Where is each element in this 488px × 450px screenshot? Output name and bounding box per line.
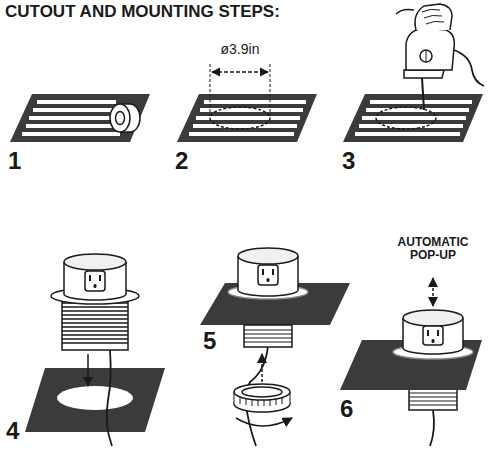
tape-strip xyxy=(193,124,297,128)
threaded-body xyxy=(244,325,292,347)
tape-strip xyxy=(355,132,460,136)
saw-blade xyxy=(422,78,424,110)
popup-socket xyxy=(228,248,308,347)
tape-strip xyxy=(189,132,294,136)
outlet-slot xyxy=(99,275,101,281)
countertop xyxy=(343,94,483,142)
tape-strip xyxy=(22,132,120,136)
tape-strip xyxy=(37,100,116,104)
step-number: 3 xyxy=(342,148,366,174)
nut-up-arrow xyxy=(261,354,263,382)
hand-fingers xyxy=(422,9,444,24)
power-cord xyxy=(107,350,112,446)
jigsaw xyxy=(396,4,484,110)
popup-socket xyxy=(393,310,473,359)
power-cord xyxy=(430,410,434,446)
step-number: 1 xyxy=(8,148,32,174)
tape-strip xyxy=(196,116,300,120)
cap-top xyxy=(403,310,463,326)
countertop xyxy=(177,94,317,142)
cap-edge xyxy=(125,262,127,294)
step-number: 5 xyxy=(203,328,227,354)
outlet-slot xyxy=(272,269,274,275)
outlet-face xyxy=(423,326,443,345)
turn-arrow xyxy=(236,418,292,426)
tape-strip xyxy=(204,100,306,104)
thread-lines xyxy=(409,393,457,405)
outlet-slot xyxy=(427,330,429,336)
tape-strip xyxy=(370,100,472,104)
page-title: CUTOUT AND MOUNTING STEPS: xyxy=(5,3,280,21)
thread-lines xyxy=(244,330,292,342)
tape-strip xyxy=(29,116,112,120)
countertop xyxy=(25,368,165,432)
cap-edge xyxy=(462,318,464,348)
tape-strip xyxy=(26,124,114,128)
step6-panel xyxy=(340,278,482,446)
outlet-ground xyxy=(432,339,435,343)
step1-panel xyxy=(10,94,150,142)
nut-hole xyxy=(242,387,282,397)
saw-dial-mark xyxy=(426,50,427,62)
cutout-hole xyxy=(57,386,133,410)
hand xyxy=(415,4,452,30)
dimension-label: ø3.9in xyxy=(205,42,275,57)
tape-roll xyxy=(110,104,140,132)
power-cord xyxy=(454,50,484,86)
cap-top xyxy=(64,254,126,270)
step5-panel xyxy=(200,248,350,446)
outlet-face xyxy=(85,271,105,291)
outlet-slot xyxy=(262,269,264,275)
tape-roll-face xyxy=(110,104,130,132)
tape-strip xyxy=(33,108,112,112)
saw-dial xyxy=(420,50,432,62)
tape-strips xyxy=(355,102,472,134)
lock-nut xyxy=(234,384,290,412)
insert-arrow xyxy=(87,354,89,386)
wrist xyxy=(396,10,414,15)
cut-outline xyxy=(210,107,270,129)
outlet-ground xyxy=(267,278,270,282)
outlet-ground xyxy=(94,284,97,288)
tape-roll-core xyxy=(116,112,125,125)
saw-body xyxy=(406,28,454,70)
step3-panel xyxy=(343,4,484,142)
outlet-slot xyxy=(89,275,91,281)
thread-lines xyxy=(62,303,128,343)
callout-label: AUTOMATIC POP-UP xyxy=(385,236,481,262)
cap-edge xyxy=(63,262,65,294)
nut-top xyxy=(234,384,290,400)
tape-strips xyxy=(189,102,306,134)
outlet-face xyxy=(258,265,278,285)
popup-arrow xyxy=(432,278,434,306)
threaded-body-below xyxy=(409,388,457,410)
cap-edge xyxy=(237,256,239,290)
cap-edge xyxy=(297,256,299,290)
dimension-line xyxy=(212,71,268,72)
step-number: 6 xyxy=(340,396,364,422)
cap-top xyxy=(238,248,298,264)
step-number: 2 xyxy=(175,148,199,174)
dimension-extension xyxy=(210,64,211,116)
threaded-body xyxy=(62,298,128,350)
step-number: 4 xyxy=(6,418,30,444)
countertop xyxy=(10,94,150,142)
tape-strips xyxy=(22,102,120,134)
step4-panel xyxy=(25,254,165,446)
saw-shoe xyxy=(404,70,444,78)
threaded-body xyxy=(409,388,457,410)
tape-strip xyxy=(359,124,463,128)
outlet-slot xyxy=(437,330,439,336)
popup-socket xyxy=(51,254,139,350)
dimension-extension xyxy=(270,64,271,116)
step2-panel xyxy=(177,64,317,142)
cut-outline xyxy=(376,107,436,129)
cap-edge xyxy=(402,318,404,348)
tape-strip xyxy=(362,116,466,120)
